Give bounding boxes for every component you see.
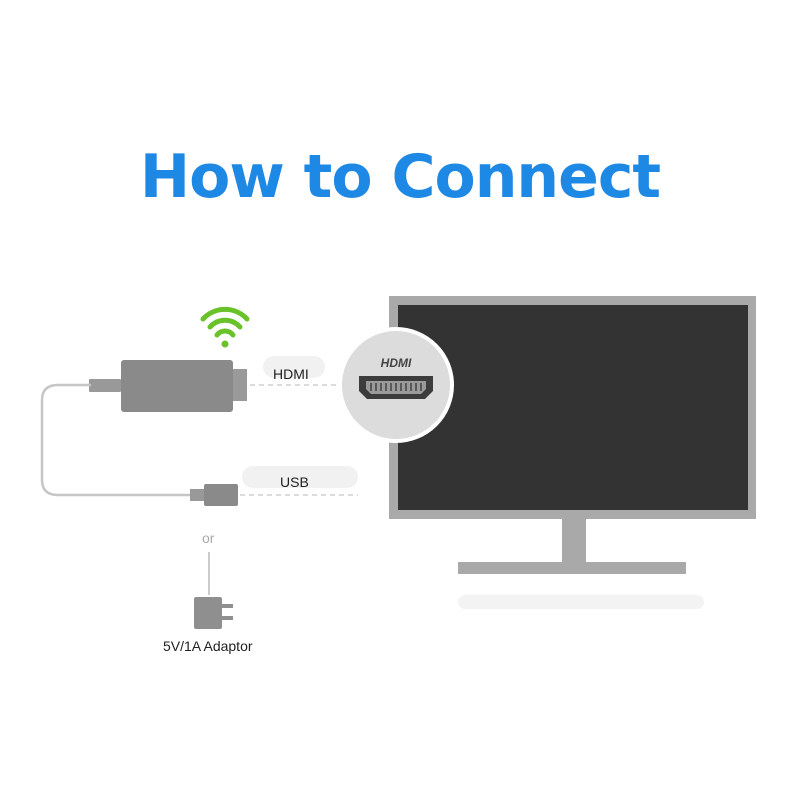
wifi-icon xyxy=(200,306,250,338)
page-title: How to Connect xyxy=(139,142,661,212)
monitor-icon xyxy=(389,296,756,609)
hdmi-port-logo: HDMI xyxy=(381,356,412,370)
wifi-dot xyxy=(221,340,229,348)
adaptor-label: 5V/1A Adaptor xyxy=(163,638,253,654)
usb-label: USB xyxy=(280,474,309,490)
hdmi-label: HDMI xyxy=(273,366,309,382)
usb-plug-icon xyxy=(190,484,238,506)
monitor-shadow xyxy=(458,595,704,609)
hdmi-label-pill xyxy=(263,356,325,378)
monitor-screen xyxy=(398,305,748,510)
or-label: or xyxy=(202,530,215,546)
monitor-base xyxy=(458,562,686,574)
power-adaptor-icon xyxy=(194,597,233,629)
usb-label-pill xyxy=(242,466,358,488)
hdmi-dongle-icon xyxy=(89,360,247,412)
usb-cable xyxy=(40,383,190,497)
monitor-neck xyxy=(562,515,586,567)
hdmi-port-magnifier: HDMI xyxy=(338,327,454,443)
